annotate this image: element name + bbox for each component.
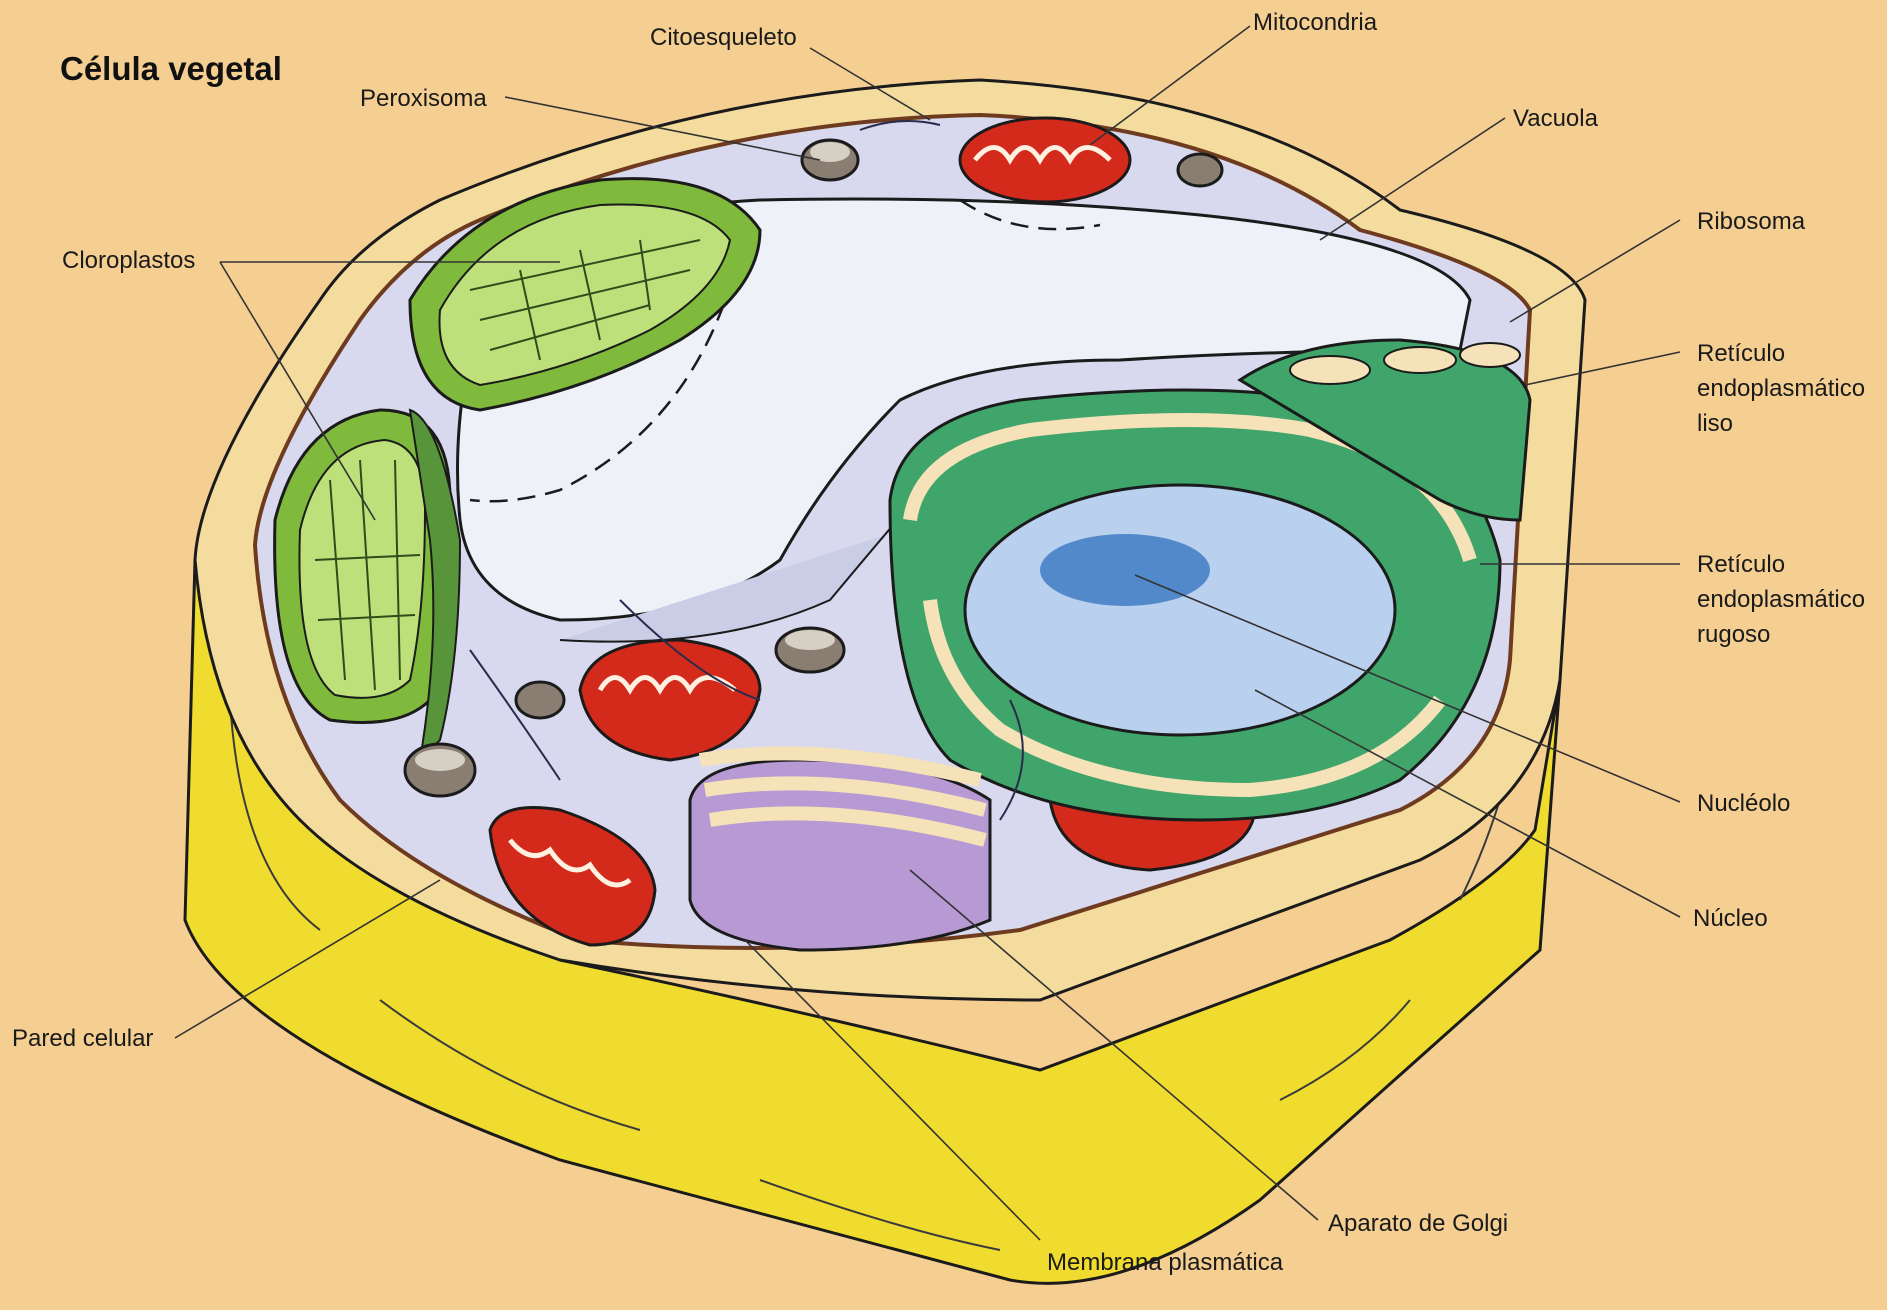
peroxisome-top-right — [1178, 154, 1222, 186]
label-rer-line2: endoplasmático — [1697, 586, 1865, 613]
label-nucleo: Núcleo — [1693, 905, 1768, 932]
label-vacuola: Vacuola — [1513, 105, 1599, 132]
label-rel-line2: endoplasmático — [1697, 375, 1865, 402]
label-rer-line1: Retículo — [1697, 551, 1785, 578]
mitochondrion-top — [960, 118, 1130, 202]
peroxisome-top — [802, 140, 858, 180]
diagram-title: Célula vegetal — [60, 50, 282, 87]
label-mitocondria: Mitocondria — [1253, 9, 1378, 36]
label-rel-line1: Retículo — [1697, 340, 1785, 367]
peroxisome-middle — [776, 628, 844, 672]
peroxisome-left — [516, 682, 564, 718]
label-rer-line3: rugoso — [1697, 621, 1770, 648]
label-citoesqueleto: Citoesqueleto — [650, 24, 797, 51]
peroxisome-lower-left — [405, 744, 475, 796]
label-cloroplastos: Cloroplastos — [62, 247, 195, 274]
label-pared-celular: Pared celular — [12, 1025, 153, 1052]
nucleus — [965, 485, 1395, 735]
label-peroxisoma: Peroxisoma — [360, 85, 487, 112]
label-aparato-golgi: Aparato de Golgi — [1328, 1210, 1508, 1237]
label-rel-line3: liso — [1697, 410, 1733, 437]
golgi-apparatus — [690, 753, 990, 950]
label-membrana-plasmatica: Membrana plasmática — [1047, 1249, 1284, 1276]
label-nucleolo: Nucléolo — [1697, 790, 1790, 817]
label-ribosoma: Ribosoma — [1697, 208, 1806, 235]
